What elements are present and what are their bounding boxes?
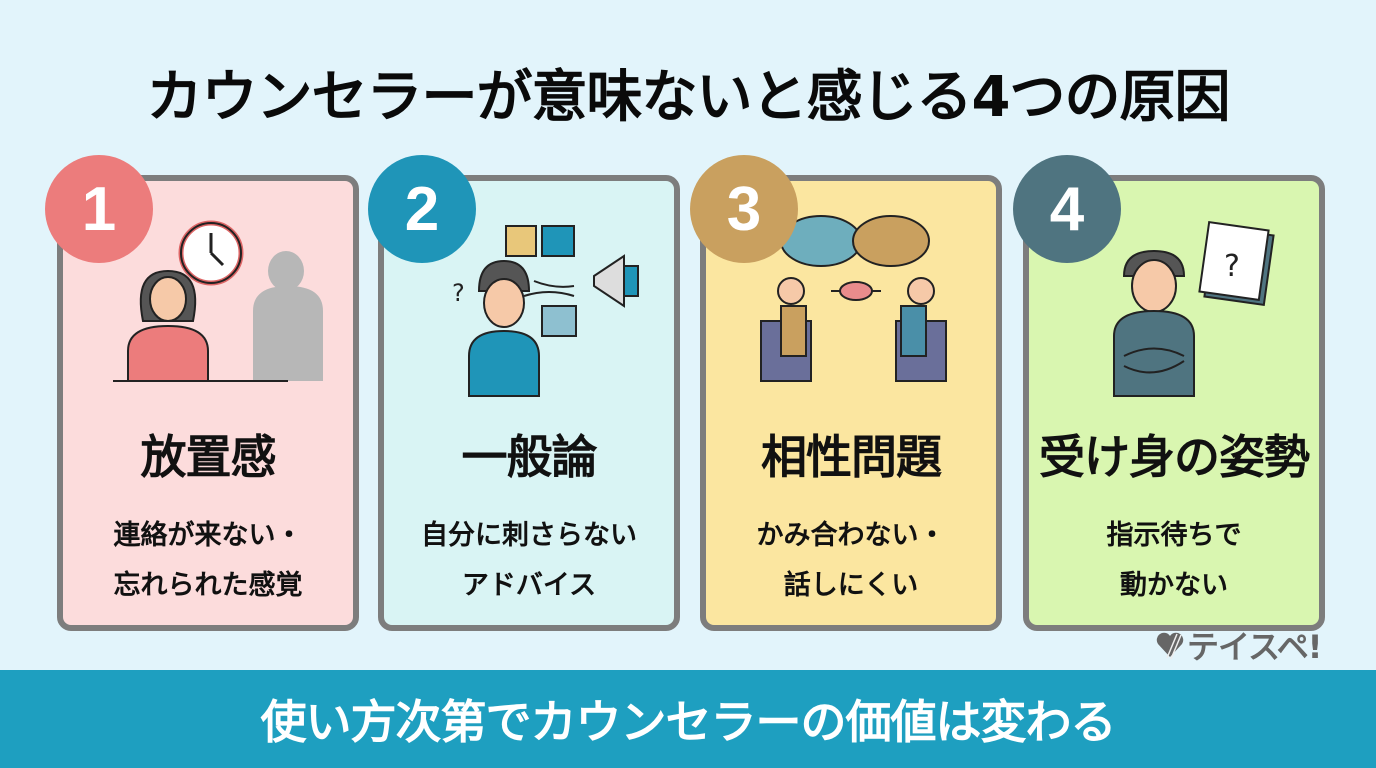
footer-banner: 使い方次第でカウンセラーの価値は変わる (0, 670, 1376, 768)
heart-ladder-icon (1156, 632, 1184, 660)
svg-text:?: ? (1224, 249, 1240, 284)
number-badge-3: 3 (690, 155, 798, 263)
logo-text: テイスペ! (1187, 628, 1322, 666)
page-title: カウンセラーが意味ないと感じる4つの原因 (146, 65, 1231, 130)
number-badge-2: 2 (368, 155, 476, 263)
card-description: 自分に刺さらない アドバイス (421, 520, 637, 601)
confused-person-puzzle-megaphone-icon: ? (452, 225, 639, 397)
reason-card-3: 相性問題 かみ合わない・ 話しにくい (700, 175, 1002, 631)
card-description: 連絡が来ない・ 忘れられた感覚 (113, 520, 303, 601)
card-heading: 一般論 (461, 430, 598, 484)
card-heading: 受け身の姿勢 (1039, 430, 1310, 484)
number-badge-1: 1 (45, 155, 153, 263)
card-description: かみ合わない・ 話しにくい (756, 520, 946, 601)
footer-message: 使い方次第でカウンセラーの価値は変わる (260, 695, 1117, 749)
two-people-broken-speech-icon (760, 215, 947, 382)
number-badge-4: 4 (1013, 155, 1121, 263)
person-arms-crossed-calendar-icon: ? (1113, 221, 1275, 397)
svg-text:?: ? (452, 279, 465, 307)
reason-card-1: 放置感 連絡が来ない・ 忘れられた感覚 (57, 175, 359, 631)
card-heading: 相性問題 (761, 430, 942, 484)
card-heading: 放置感 (140, 430, 277, 484)
person-waiting-clock-icon (113, 220, 323, 382)
card-description: 指示待ちで 動かない (1106, 520, 1242, 601)
site-logo: テイスペ! (1155, 625, 1322, 666)
